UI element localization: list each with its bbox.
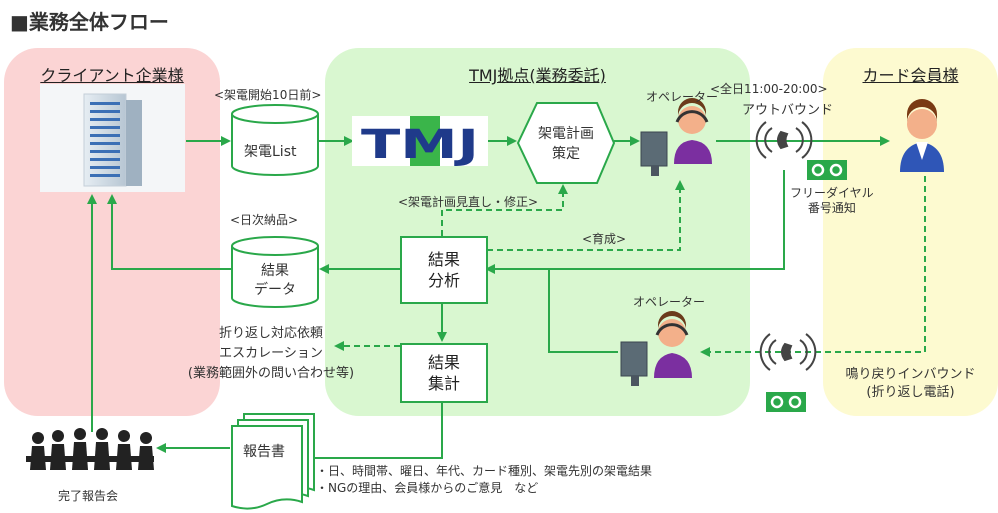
plan-label-line1: 架電計画 <box>538 126 594 142</box>
plan-label: 架電計画 策定 <box>518 124 614 164</box>
inbound-line1: 鳴り戻りインバウンド <box>845 367 976 382</box>
arrow-plan-review <box>441 184 568 236</box>
phone-inbound-icon <box>759 333 817 371</box>
daily-delivery-label: <日次納品> <box>230 213 299 227</box>
page-title: ■業務全体フロー <box>10 10 169 34</box>
call-start-label: <架電開始10日前> <box>214 88 322 102</box>
aggregate-box: 結果 集計 <box>400 343 488 403</box>
plan-label-line2: 策定 <box>552 146 580 162</box>
escalation-label: 折り返し対応依頼 エスカレーション (業務範囲外の問い合わせ等) <box>166 324 376 384</box>
arrow-operator-bottom-to-analysis <box>548 269 618 353</box>
analysis-line2: 分析 <box>427 271 460 290</box>
all-day-label: <全日11:00-20:00> <box>710 82 828 96</box>
tmj-zone-label: TMJ拠点(業務委託) <box>469 66 606 85</box>
arrow-resultdata-to-client <box>107 194 232 270</box>
tmj-logo: TMJ <box>352 116 488 168</box>
operator-top-label: オペレーター <box>646 90 719 104</box>
freedial-bottom-icon <box>766 392 806 412</box>
arrow-member-inbound <box>700 176 926 357</box>
escalation-line2: エスカレーション <box>219 346 323 361</box>
report-items: ・日、時間帯、曜日、年代、カード種別、架電先別の架電結果 ・NGの理由、会員様か… <box>316 463 652 497</box>
phone-outbound-icon <box>755 121 813 159</box>
escalation-line1: 折り返し対応依頼 <box>218 326 323 341</box>
inbound-line2: (折り返し電話) <box>866 385 955 400</box>
arrow-aggregate-to-report <box>312 400 443 459</box>
report-document-icon <box>231 413 315 510</box>
escalation-line3: (業務範囲外の問い合わせ等) <box>187 366 355 381</box>
plan-hexagon <box>516 102 616 184</box>
operator-bottom-label: オペレーター <box>633 295 706 309</box>
outbound-label: アウトバウンド <box>742 103 834 118</box>
arrow-training <box>487 180 685 251</box>
analysis-box: 結果 分析 <box>400 236 488 304</box>
training-label: <育成> <box>582 232 627 246</box>
call-list-label: 架電List <box>244 144 297 160</box>
call-list-database-icon <box>231 104 319 176</box>
result-data-database-icon <box>231 236 319 308</box>
freedial-label-line1: フリーダイヤル <box>790 186 874 200</box>
aggregate-line2: 集計 <box>427 374 460 393</box>
meeting-people-icon <box>26 428 154 470</box>
report-item-2: ・NGの理由、会員様からのご意見 など <box>316 481 539 495</box>
analysis-line1: 結果 <box>427 250 460 269</box>
building-icon <box>40 84 185 192</box>
freedial-label: フリーダイヤル 番号通知 <box>790 186 874 216</box>
operator-bottom-icon <box>620 311 692 386</box>
result-data-line1: 結果 <box>261 263 289 279</box>
client-zone-label: クライアント企業様 <box>40 66 184 85</box>
card-member-icon <box>900 99 944 172</box>
plan-review-label: <架電計画見直し・修正> <box>398 195 539 209</box>
result-data-label: 結果 データ <box>232 262 318 300</box>
operator-icon <box>640 98 712 176</box>
report-item-1: ・日、時間帯、曜日、年代、カード種別、架電先別の架電結果 <box>316 464 653 478</box>
svg-text:TMJ: TMJ <box>361 122 479 168</box>
arrow-outbound-to-analysis <box>485 170 785 274</box>
result-data-line2: データ <box>254 282 296 298</box>
aggregate-line1: 結果 <box>427 353 460 372</box>
freedial-icon <box>807 160 847 180</box>
member-zone-label: カード会員様 <box>862 66 959 85</box>
inbound-label: 鳴り戻りインバウンド (折り返し電話) <box>823 366 998 402</box>
freedial-label-line2: 番号通知 <box>807 201 856 215</box>
completion-meeting-label: 完了報告会 <box>58 489 119 503</box>
report-label: 報告書 <box>243 444 285 460</box>
